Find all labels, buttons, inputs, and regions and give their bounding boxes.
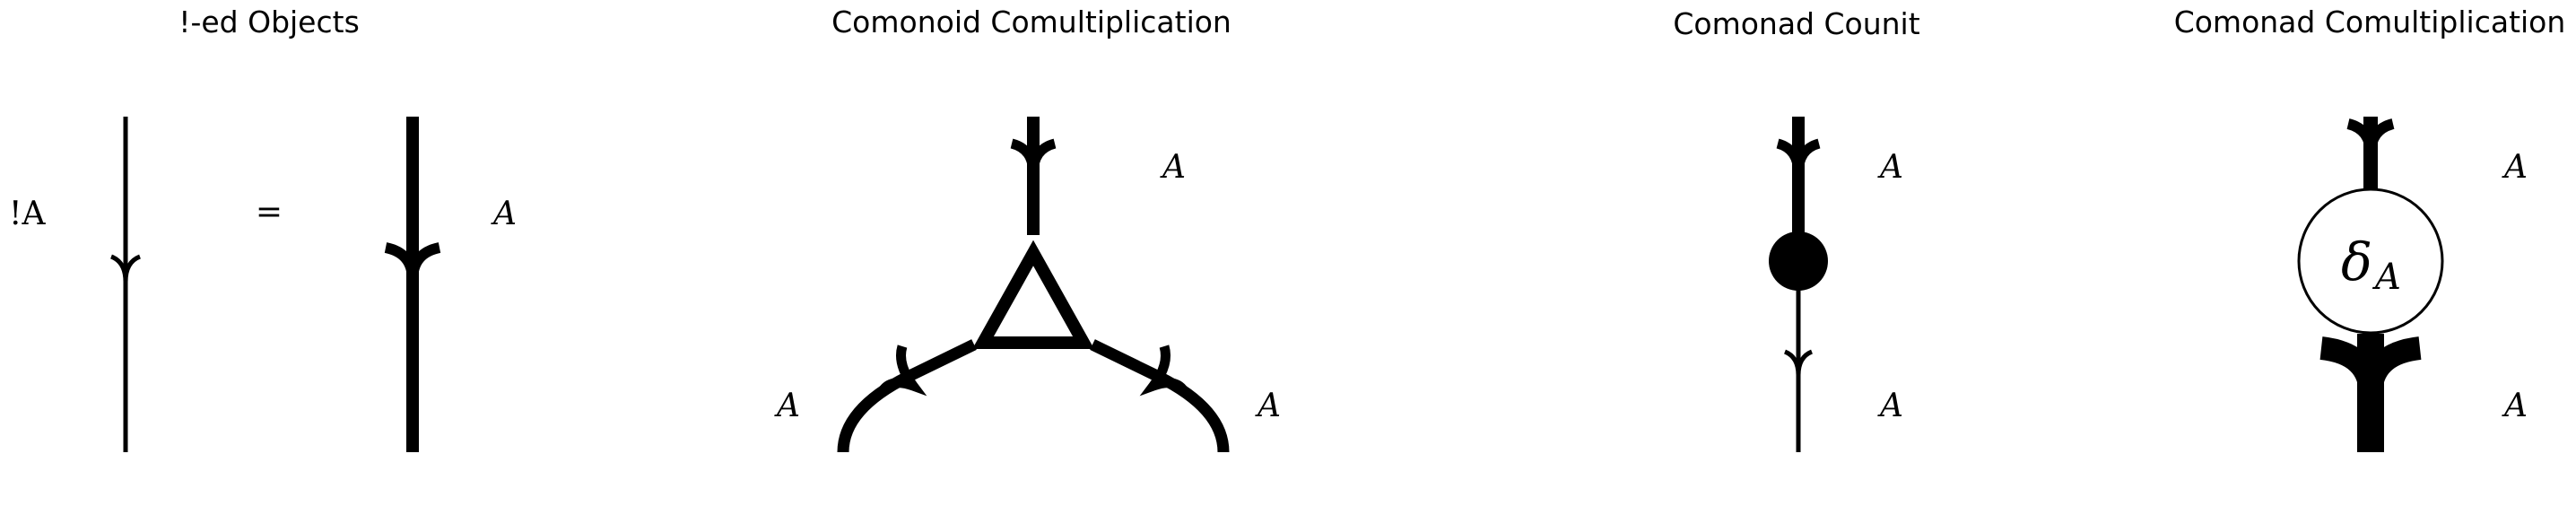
- counit-dot-node: [1769, 231, 1828, 291]
- wire-label-banged-a: !A: [9, 196, 46, 232]
- wire-label-a-right: A: [1255, 388, 1281, 424]
- output-wire-left: [837, 339, 977, 453]
- wire-label-a-left: A: [774, 388, 800, 424]
- delta-subscript: A: [2371, 257, 2401, 298]
- panel-comonad-comultiplication: Comonad Comultiplication A δ A A: [2174, 4, 2566, 452]
- panel-banged-objects: !-ed Objects !A = A: [9, 4, 517, 452]
- panel-title: Comonad Counit: [1673, 6, 1919, 41]
- arrow-down-left-icon: [875, 345, 927, 397]
- arrow-down-icon: [2346, 118, 2395, 155]
- delta-symbol: δ: [2341, 231, 2372, 292]
- output-wire-right: [1090, 339, 1230, 453]
- wire-label-a: A: [1160, 149, 1186, 186]
- arrow-down-icon: [2319, 336, 2422, 396]
- equals-sign: =: [256, 194, 283, 231]
- arrow-down-icon: [1776, 138, 1821, 175]
- panel-comonad-counit: Comonad Counit A A: [1673, 6, 1920, 452]
- panel-title: Comonoid Comultiplication: [831, 4, 1231, 39]
- wire-label-a-bottom: A: [2502, 388, 2528, 424]
- arrow-down-icon: [109, 254, 142, 283]
- arrow-down-icon: [1783, 349, 1814, 376]
- wire-label-a-bottom: A: [1877, 388, 1903, 424]
- delta-node: [2297, 188, 2444, 335]
- arrow-down-icon: [384, 242, 441, 281]
- wire-label-a: A: [491, 196, 517, 232]
- wire-label-a-top: A: [2502, 149, 2528, 186]
- comultiplication-triangle-node: [972, 240, 1094, 349]
- panel-comonoid-comultiplication: Comonoid Comultiplication A A A: [774, 4, 1281, 453]
- arrow-down-right-icon: [1139, 345, 1191, 397]
- arrow-down-icon: [1010, 138, 1057, 175]
- wire-label-a-top: A: [1877, 149, 1903, 186]
- panel-title: !-ed Objects: [178, 4, 360, 39]
- panel-title: Comonad Comultiplication: [2174, 4, 2566, 39]
